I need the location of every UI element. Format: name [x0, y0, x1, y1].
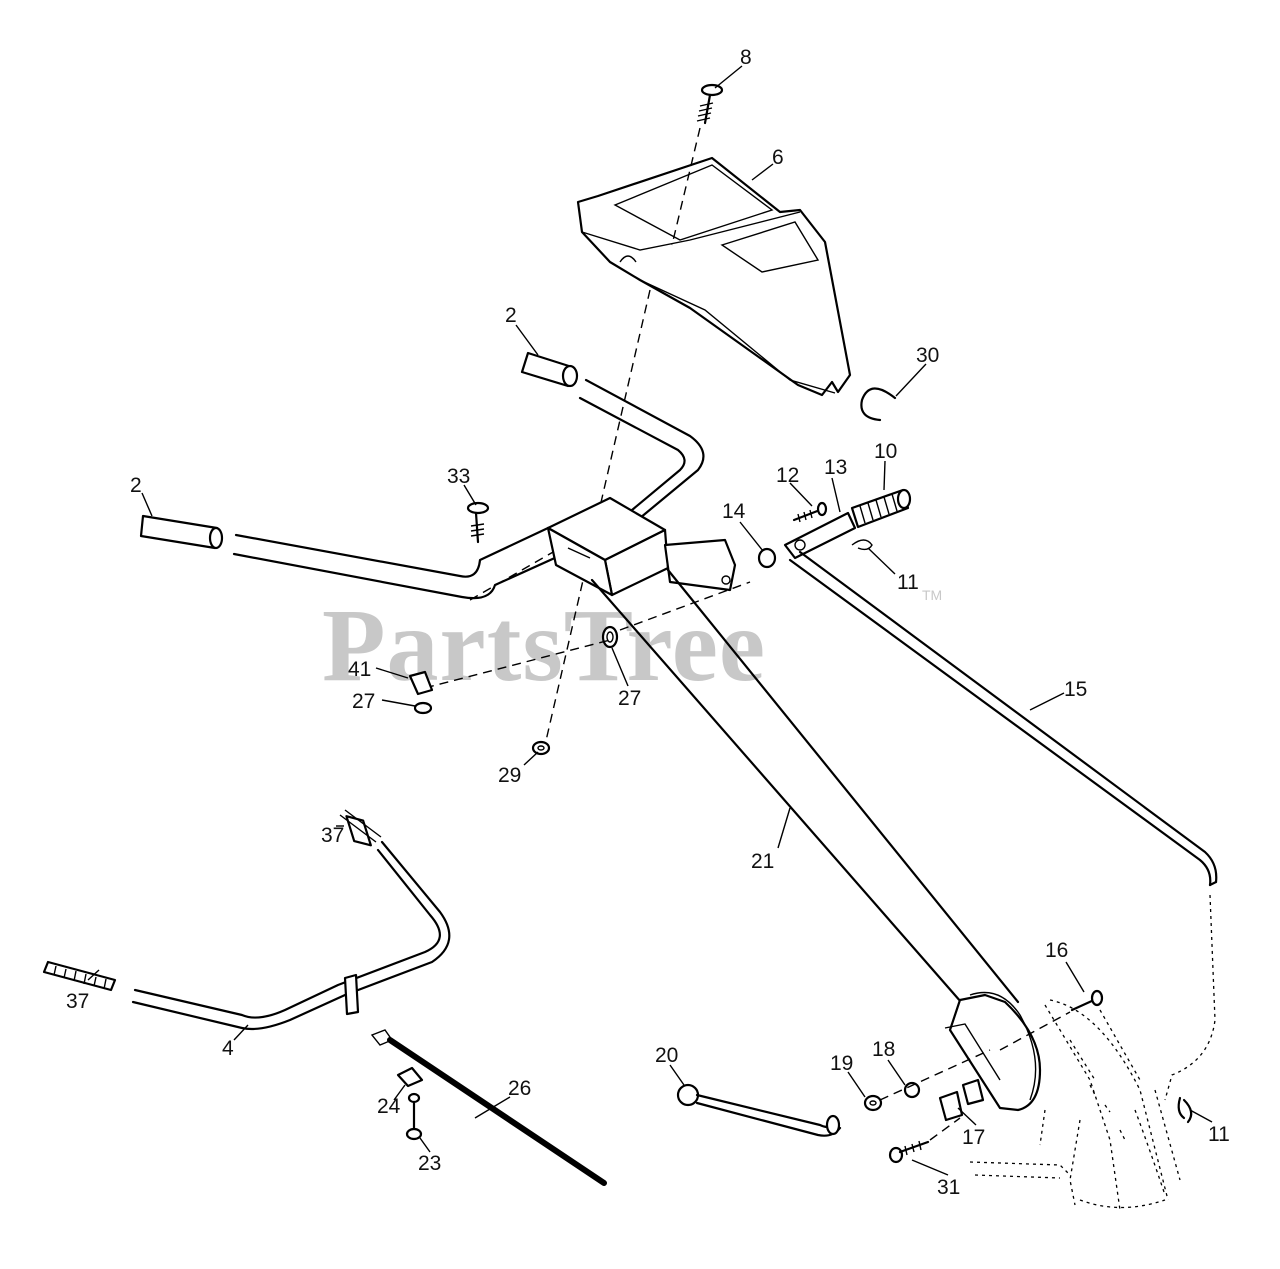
part-30-clip	[860, 387, 897, 422]
part-13-15-lever-rod	[783, 511, 1218, 887]
part-16-bolt	[1070, 989, 1104, 1012]
guide-31	[929, 1117, 961, 1141]
leader-lines	[87, 65, 1213, 1176]
part-27-nut-center	[601, 625, 619, 649]
lower-pivot-bracket	[944, 991, 1042, 1112]
callout-10: 10	[874, 440, 897, 463]
callout-37-left: 37	[66, 990, 89, 1013]
callout-19: 19	[830, 1052, 853, 1075]
part-24-clip	[396, 1066, 424, 1088]
part-37-grip-left	[42, 960, 117, 992]
part-33-bolt	[466, 501, 490, 544]
callout-24: 24	[377, 1095, 401, 1118]
callout-2-upper: 2	[505, 304, 517, 327]
callout-33: 33	[447, 465, 470, 488]
callout-30: 30	[916, 344, 939, 367]
part-27-nut-left	[413, 701, 433, 715]
guide-27	[424, 639, 611, 689]
callout-4: 4	[222, 1037, 234, 1060]
mount-bracket	[546, 496, 737, 597]
part-10-grip	[850, 488, 912, 529]
part-17-blocks	[938, 1078, 985, 1122]
guide-bracket	[619, 581, 751, 631]
part-4-bail	[131, 840, 451, 1031]
part-2-grip-upper	[520, 351, 579, 388]
callout-labels: 8 6 2 30 2 33 12 13 10 14 11 41 27 27 29…	[66, 46, 1230, 1199]
callout-26: 26	[508, 1077, 531, 1100]
callout-17: 17	[962, 1126, 985, 1149]
callout-14: 14	[722, 500, 746, 523]
callout-31: 31	[937, 1176, 960, 1199]
callout-20: 20	[655, 1044, 678, 1067]
callout-16: 16	[1045, 939, 1068, 962]
part-31-bolt	[888, 1140, 930, 1164]
callout-27-left: 27	[352, 690, 375, 713]
callout-11-upper: 11	[897, 571, 919, 594]
part-14-spacer	[757, 547, 777, 569]
part-23-bolt	[405, 1092, 423, 1141]
part-2-grip-left	[139, 514, 224, 550]
part-26-cable	[370, 1029, 607, 1186]
callout-21: 21	[751, 850, 774, 873]
callout-15: 15	[1064, 678, 1087, 701]
callout-12: 12	[776, 464, 799, 487]
handlebar	[232, 378, 705, 600]
callout-23: 23	[418, 1152, 441, 1175]
machine-body-phantom	[969, 894, 1216, 1211]
watermark-text: PartsTree	[322, 588, 766, 703]
guide-33	[469, 547, 561, 601]
part-11-pin-upper	[851, 539, 873, 551]
guide-18-19	[879, 1049, 991, 1101]
watermark: PartsTree TM	[322, 587, 942, 703]
callout-41: 41	[348, 658, 371, 681]
part-21-main-tube	[590, 568, 1020, 1012]
callout-6: 6	[772, 146, 784, 169]
callout-8: 8	[740, 46, 752, 69]
callout-27-center: 27	[618, 687, 641, 710]
part-8-screw	[696, 83, 724, 125]
part-41-clip	[408, 670, 434, 696]
callout-13: 13	[824, 456, 847, 479]
part-6-housing	[576, 156, 852, 397]
callout-37-upper: 37	[321, 824, 344, 847]
callout-29: 29	[498, 764, 521, 787]
guide-screw-8	[671, 127, 701, 246]
part-20-lever	[676, 1083, 842, 1137]
part-19-washer	[863, 1094, 883, 1112]
part-11-pin-lower	[1177, 1096, 1193, 1124]
watermark-trademark: TM	[922, 587, 942, 603]
callout-18: 18	[872, 1038, 895, 1061]
callout-2-left: 2	[130, 474, 142, 497]
part-37-grip-upper	[339, 809, 382, 847]
callout-11-lower: 11	[1208, 1123, 1230, 1146]
part-29-washer	[531, 740, 551, 756]
part-12-screw	[792, 501, 828, 523]
guide-16	[999, 1011, 1071, 1051]
